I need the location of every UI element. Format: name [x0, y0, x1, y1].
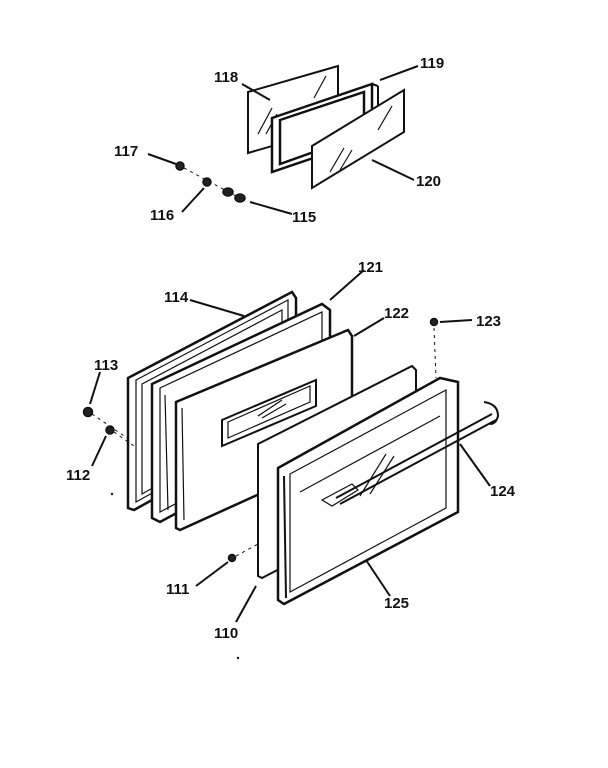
- scan-dot: [110, 492, 114, 496]
- part-111-screw: [227, 543, 259, 563]
- label-120: 120: [416, 173, 441, 190]
- label-111: 111: [166, 581, 189, 598]
- part-115-clip: [222, 187, 246, 203]
- label-123: 123: [476, 313, 501, 330]
- part-125-door-frame: [276, 376, 460, 606]
- part-124-handle: [335, 401, 500, 505]
- label-115: 115: [292, 209, 316, 226]
- label-119: 119: [420, 55, 444, 72]
- label-113: 113: [94, 357, 118, 374]
- label-125: 125: [384, 595, 409, 612]
- label-112: 112: [66, 467, 90, 484]
- part-120-glass: [311, 88, 405, 190]
- label-114: 114: [164, 289, 189, 306]
- window-glass-assembly: [175, 64, 405, 203]
- part-113-screw: [82, 406, 94, 418]
- leader-lines: [89, 65, 491, 623]
- scan-dot: [236, 656, 240, 660]
- label-117: 117: [114, 143, 138, 160]
- label-118: 118: [214, 69, 238, 86]
- label-116: 116: [150, 207, 174, 224]
- part-117-screw: [175, 161, 185, 171]
- door-assembly: [82, 290, 500, 606]
- label-110: 110: [214, 625, 238, 642]
- callout-labels: 118 119 120 117 116 115 114 121 122 123 …: [66, 55, 516, 642]
- part-123-screw: [429, 317, 439, 379]
- label-121: 121: [358, 259, 383, 276]
- label-122: 122: [384, 305, 409, 322]
- label-124: 124: [490, 483, 516, 500]
- part-112-screw: [105, 425, 115, 435]
